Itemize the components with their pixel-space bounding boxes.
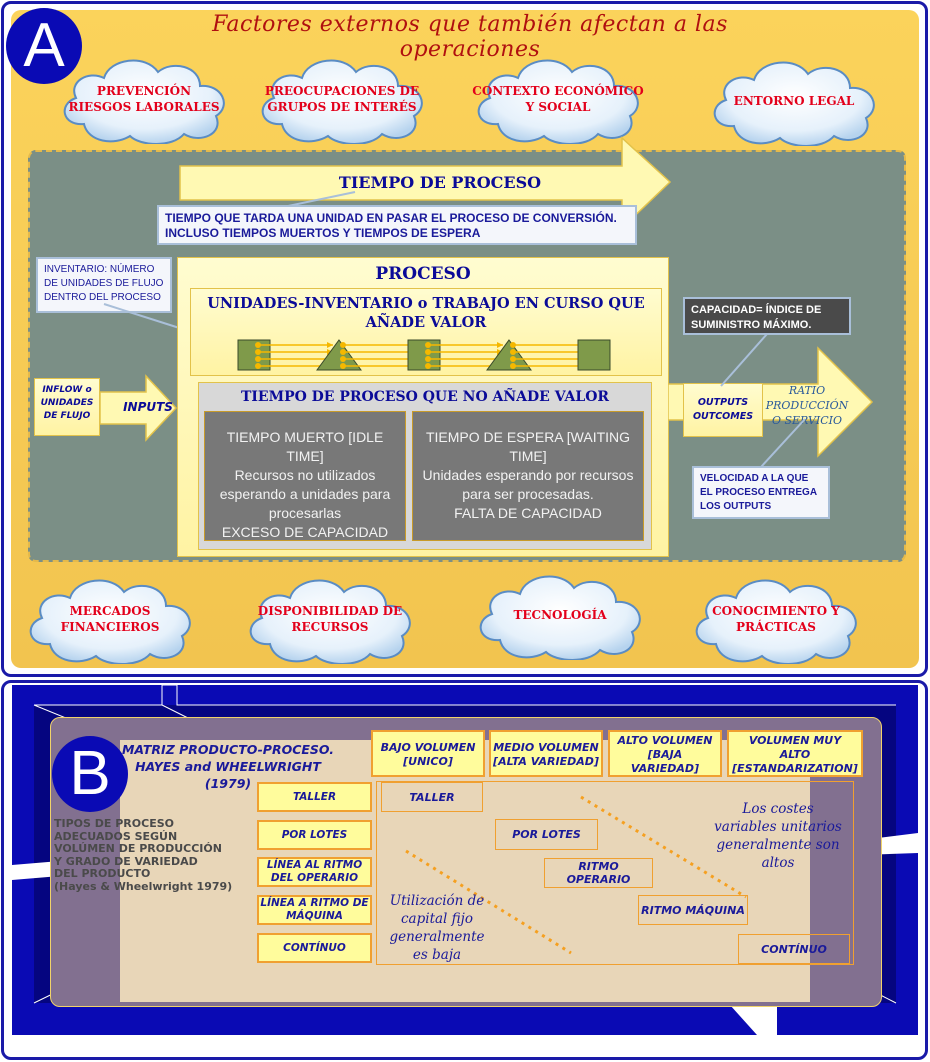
flow-dot [425,349,431,355]
flow-diagram [237,339,611,371]
flow-dot [425,363,431,369]
workstation-node [577,339,611,371]
external-factor-cloud: PREVENCIÓN RIESGOS LABORALES [54,54,234,144]
external-factor-cloud: ENTORNO LEGAL [704,56,884,146]
matrix-diagonals [405,795,747,955]
matrix-cell: POR LOTES [495,819,598,850]
flow-dot [255,342,261,348]
external-factor-cloud: CONTEXTO ECONÓMICO Y SOCIAL [468,54,648,144]
process-type-row-header: CONTÍNUO [257,933,372,963]
external-factor-cloud-label: DISPONIBILIDAD DE RECURSOS [257,604,403,634]
process-time-note: TIEMPO QUE TARDA UNA UNIDAD EN PASAR EL … [157,205,637,245]
external-factor-cloud: CONOCIMIENTO Y PRÁCTICAS [686,574,866,664]
ratio-label: RATIO PRODUCCIÓN O SERVICIO [765,384,849,427]
external-factor-cloud-label: PREVENCIÓN RIESGOS LABORALES [68,84,220,114]
matrix-grid [376,781,854,965]
process-type-row-header: LÍNEA AL RITMO DEL OPERARIO [257,857,372,887]
badge-a: A [6,8,82,84]
external-factor-cloud-label: TECNOLOGÍA [513,608,607,622]
high-cost-note: Los costes variables unitarios generalme… [714,801,842,871]
idle-time-text: TIEMPO MUERTO [IDLE TIME] Recursos no ut… [219,429,391,540]
flow-dot [340,349,346,355]
external-factor-cloud: MERCADOS FINANCIEROS [20,574,200,664]
volume-column-header: VOLUMEN MUY ALTO [ESTANDARIZATION] [727,730,863,777]
process-title: PROCESO [375,264,471,284]
flow-dot [340,356,346,362]
volume-column-header: ALTO VOLUMEN [BAJA VARIEDAD] [608,730,722,777]
process-type-row-header: TALLER [257,782,372,812]
inflow-box [34,378,100,436]
matrix-title: MATRIZ PRODUCTO-PROCESO. HAYES and WHEEL… [121,742,335,791]
panel-a-title: Factores externos que también afectan a … [212,12,728,62]
external-factor-cloud-label: CONTEXTO ECONÓMICO Y SOCIAL [472,84,644,114]
matrix-cell: CONTÍNUO [738,934,850,964]
volume-column-header: BAJO VOLUMEN [UNICO] [371,730,485,777]
waiting-time-text: TIEMPO DE ESPERA [WAITING TIME] Unidades… [422,429,634,521]
value-add-title: UNIDADES-INVENTARIO o TRABAJO EN CURSO Q… [207,295,645,331]
flow-dot [510,349,516,355]
velocity-note: VELOCIDAD A LA QUE EL PROCESO ENTREGA LO… [692,466,830,519]
non-value-title: TIEMPO DE PROCESO QUE NO AÑADE VALOR [240,389,610,405]
external-factor-cloud: TECNOLOGÍA [470,570,650,660]
process-time-label: TIEMPO DE PROCESO [338,173,542,192]
matrix-cell: RITMO MÁQUINA [638,895,748,925]
inputs-arrow [100,374,178,442]
flow-dot [510,356,516,362]
badge-b: B [52,736,128,812]
capacity-connector [720,333,768,387]
flow-arrowhead [327,342,333,348]
inputs-label: INPUTS [123,400,173,414]
external-factor-cloud: PREOCUPACIONES DE GRUPOS DE INTERÉS [252,54,432,144]
inventory-note: INVENTARIO: NÚMERO DE UNIDADES DE FLUJO … [36,257,172,313]
flow-arrowhead [497,342,503,348]
external-factor-cloud-label: CONOCIMIENTO Y PRÁCTICAS [712,604,840,634]
matrix-cell: RITMO OPERARIO [544,858,653,888]
flow-dot [255,356,261,362]
buffer-node [486,339,532,371]
external-factor-cloud-label: PREOCUPACIONES DE GRUPOS DE INTERÉS [264,84,420,114]
flow-dot [510,363,516,369]
process-type-row-header: LÍNEA A RITMO DE MÁQUINA [257,895,372,925]
process-type-row-header: POR LOTES [257,820,372,850]
outputs-label: OUTPUTS OUTCOMES [692,397,754,422]
external-factor-cloud-label: ENTORNO LEGAL [733,94,855,108]
inflow-label: INFLOW o UNIDADES DE FLUJO [40,385,94,421]
idle-time-card: TIEMPO MUERTO [IDLE TIME] Recursos no ut… [204,411,406,541]
volume-column-header: MEDIO VOLUMEN [ALTA VARIEDAD] [489,730,603,777]
flow-dot [425,342,431,348]
outputs-box [683,383,763,437]
flow-dot [425,356,431,362]
capacity-note: CAPACIDAD= ÍNDICE DE SUMINISTRO MÁXIMO. [683,297,851,335]
external-factor-cloud-label: MERCADOS FINANCIEROS [60,604,160,634]
buffer-node [316,339,362,371]
flow-dot [255,349,261,355]
flow-dot [510,342,516,348]
flow-dot [340,363,346,369]
flow-dot [340,342,346,348]
matrix-cell: TALLER [381,782,483,812]
velocity-connector [760,418,806,468]
process-time-arrow [179,136,672,230]
matrix-side-text: TIPOS DE PROCESO ADECUADOS SEGÚN VOLÚMEN… [54,817,233,893]
waiting-time-card: TIEMPO DE ESPERA [WAITING TIME] Unidades… [412,411,644,541]
external-factor-cloud: DISPONIBILIDAD DE RECURSOS [240,574,420,664]
flow-dot [255,363,261,369]
low-capital-note: Utilización de capital fijo generalmente… [389,893,485,963]
matrix-area [120,740,810,1002]
